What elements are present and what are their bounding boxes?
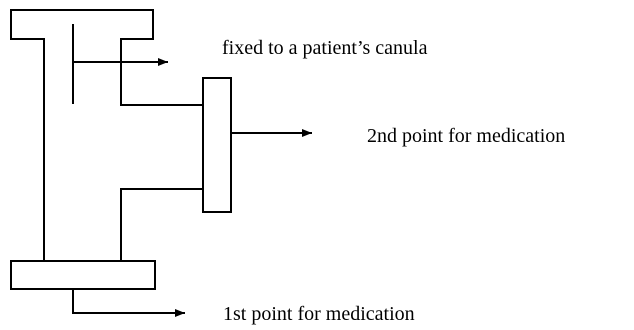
connector-outline [10, 9, 203, 262]
first-point-label: 1st point for medication [223, 303, 415, 325]
canula-label: fixed to a patient’s canula [222, 37, 428, 59]
side-port [202, 77, 232, 213]
first-point-arrow [72, 289, 185, 317]
second-point-label: 2nd point for medication [367, 125, 566, 147]
bottom-cap [10, 260, 156, 290]
